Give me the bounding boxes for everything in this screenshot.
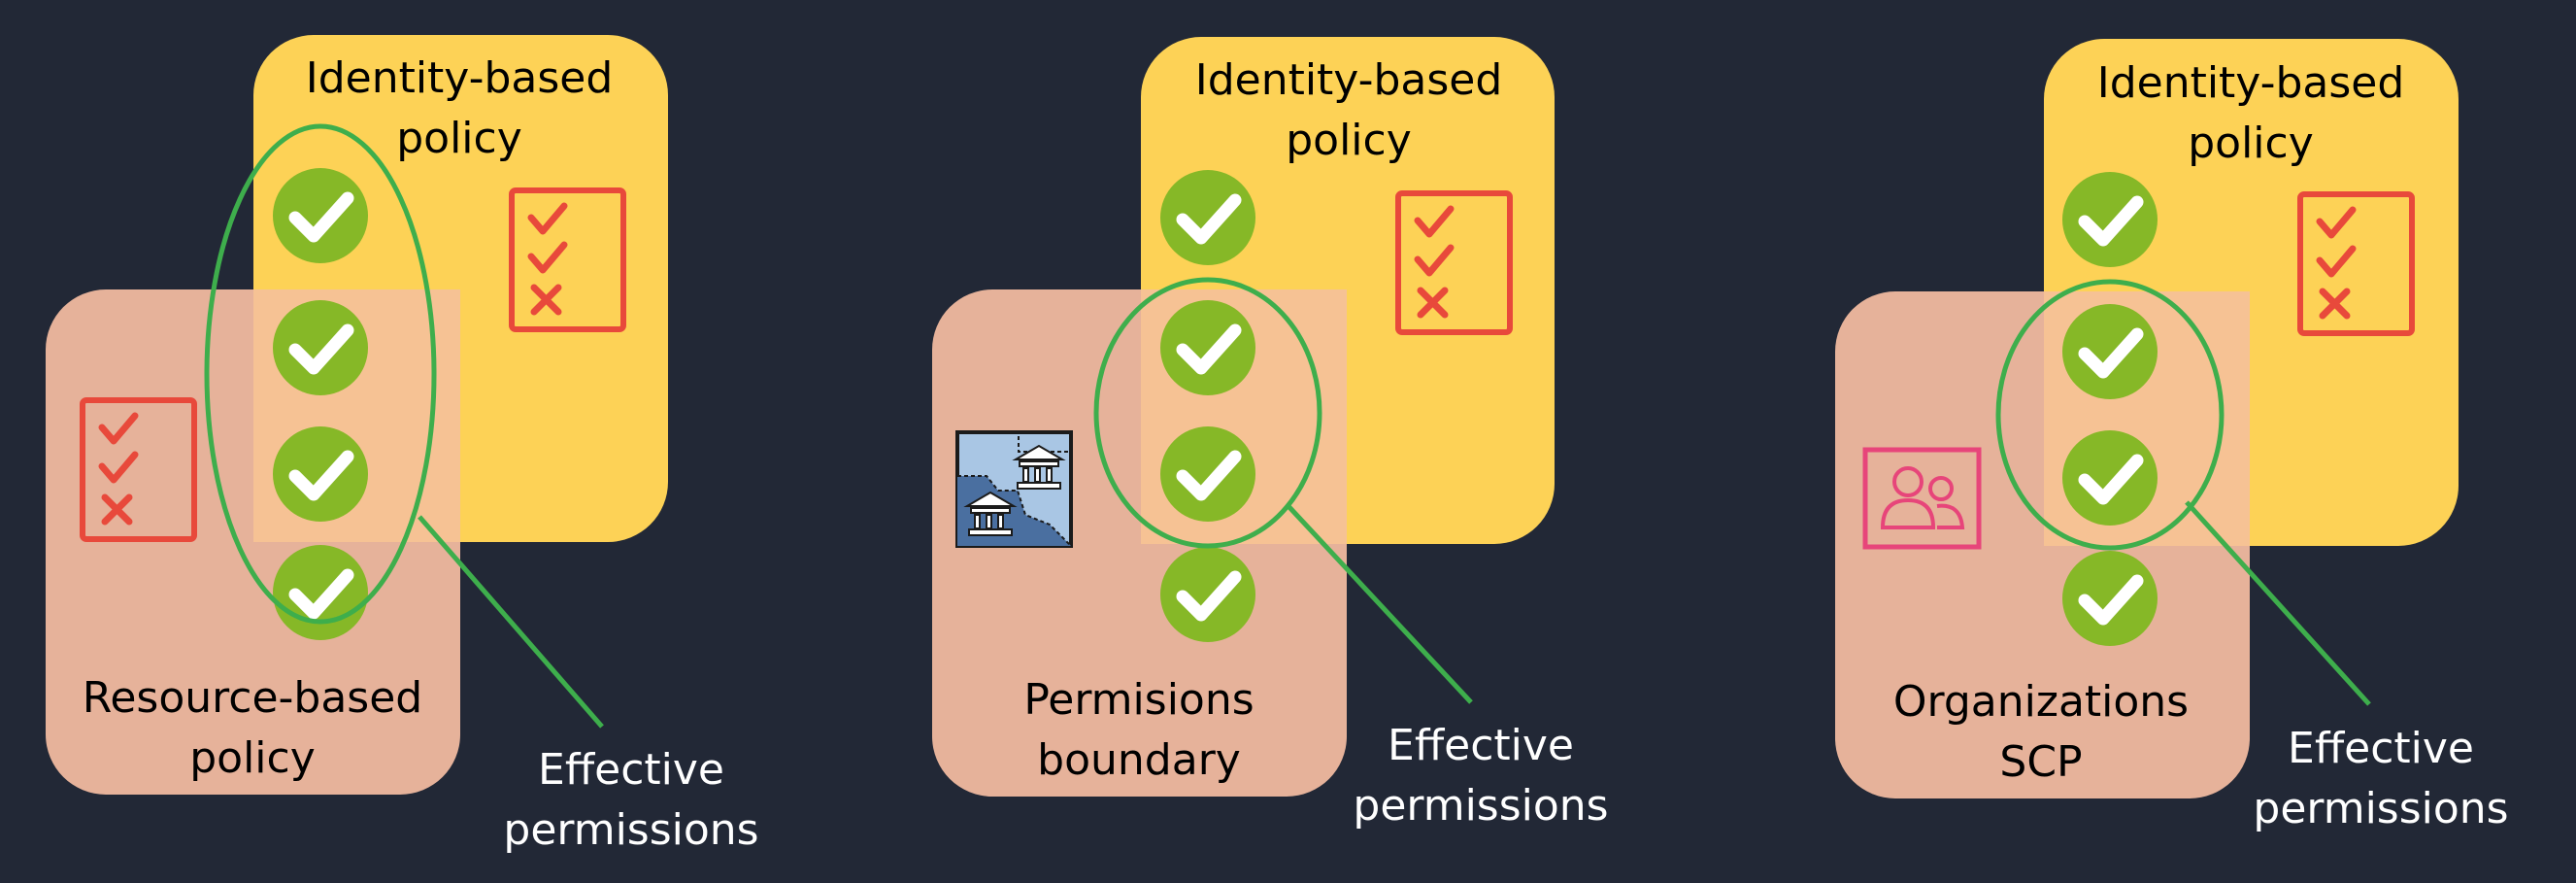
check-circle-icon	[1160, 426, 1255, 522]
effective-permissions-ellipse	[1995, 279, 2225, 551]
checklist-icon	[80, 397, 197, 542]
panel-2-graphics	[932, 37, 1555, 797]
panel-1-graphics	[46, 35, 668, 795]
check-circle-icon	[273, 545, 368, 640]
check-circle-icon	[273, 168, 368, 263]
check-circle-icon	[273, 426, 368, 522]
identity-checklist-icon	[1395, 190, 1513, 335]
check-circle-icon	[2062, 172, 2158, 267]
identity-checklist-icon	[2297, 191, 2415, 336]
identity-checklist-icon	[509, 187, 626, 332]
check-circle-icon	[2062, 551, 2158, 646]
check-circle-icon	[2062, 304, 2158, 399]
check-circle-icon	[1160, 300, 1255, 395]
check-circle-icon	[1160, 547, 1255, 642]
check-circle-icon	[2062, 430, 2158, 526]
effective-permissions-ellipse	[1093, 277, 1322, 549]
effective-permissions-pointer	[2185, 500, 2371, 706]
effective-permissions-pointer	[1285, 502, 1473, 704]
effective-permissions-pointer	[418, 515, 604, 729]
users-icon	[1862, 447, 1982, 550]
check-circle-icon	[273, 300, 368, 395]
bank-boundary-icon	[955, 430, 1073, 548]
effective-permissions-ellipse	[204, 123, 437, 625]
check-circle-icon	[1160, 170, 1255, 265]
panel-3-graphics	[1835, 39, 2459, 798]
